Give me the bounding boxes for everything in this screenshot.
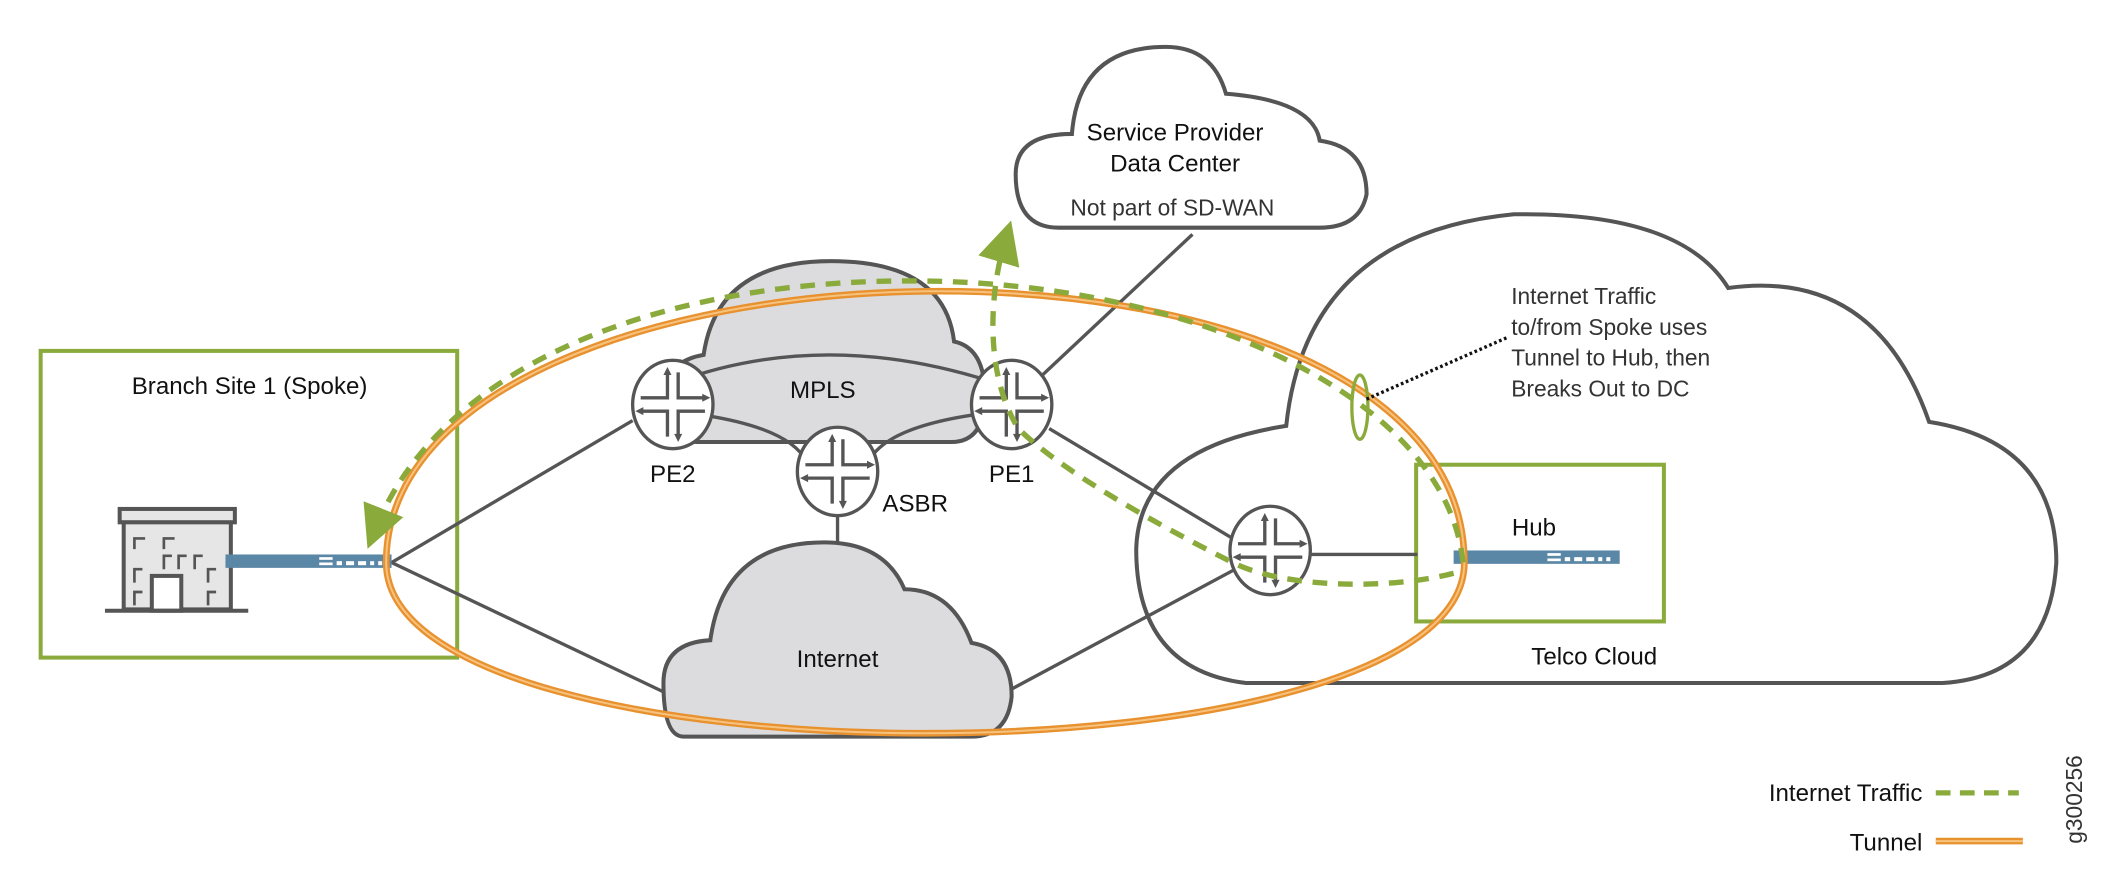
legend-tunnel-label: Tunnel — [1850, 829, 1923, 856]
annotation-highlight — [1350, 373, 1370, 441]
asbr-router-icon — [795, 425, 880, 518]
svg-text:to/from Spoke uses: to/from Spoke uses — [1511, 314, 1707, 340]
svg-text:Internet Traffic: Internet Traffic — [1511, 283, 1656, 309]
internet-label: Internet — [797, 646, 879, 673]
hub-title: Hub — [1512, 515, 1556, 542]
legend-internet-traffic-label: Internet Traffic — [1769, 780, 1923, 807]
telco-cloud — [1134, 212, 2059, 686]
hub-device-icon — [1453, 550, 1620, 564]
pe1-label: PE1 — [989, 461, 1035, 488]
branch-site-box — [38, 348, 460, 660]
spoke-device-icon — [225, 554, 392, 568]
service-provider-dc-cloud — [1013, 44, 1369, 230]
annotation-leader — [1365, 335, 1508, 401]
hub-box — [1414, 462, 1666, 624]
svg-text:Tunnel to Hub, then: Tunnel to Hub, then — [1511, 345, 1710, 371]
mpls-label: MPLS — [790, 377, 856, 404]
pe2-label: PE2 — [650, 461, 696, 488]
legend: Internet Traffic Tunnel — [1769, 780, 2023, 856]
branch-site-title: Branch Site 1 (Spoke) — [132, 373, 368, 400]
internet-traffic-path — [363, 220, 1466, 587]
pe2-router-icon — [630, 358, 715, 451]
building-icon — [104, 506, 249, 613]
pe1-router-icon — [969, 358, 1054, 451]
internet-cloud — [661, 540, 1014, 739]
sp-dc-title-line1: Service Provider — [1087, 120, 1264, 147]
svg-text:Breaks Out to DC: Breaks Out to DC — [1511, 375, 1689, 401]
figure-id: g300256 — [2061, 755, 2087, 844]
sp-dc-title-line2: Data Center — [1110, 150, 1240, 177]
sp-dc-note: Not part of SD-WAN — [1070, 195, 1274, 221]
telco-cloud-label: Telco Cloud — [1531, 643, 1657, 670]
annotation-text: Internet Traffic to/from Spoke uses Tunn… — [1511, 283, 1710, 401]
asbr-label: ASBR — [882, 491, 948, 518]
